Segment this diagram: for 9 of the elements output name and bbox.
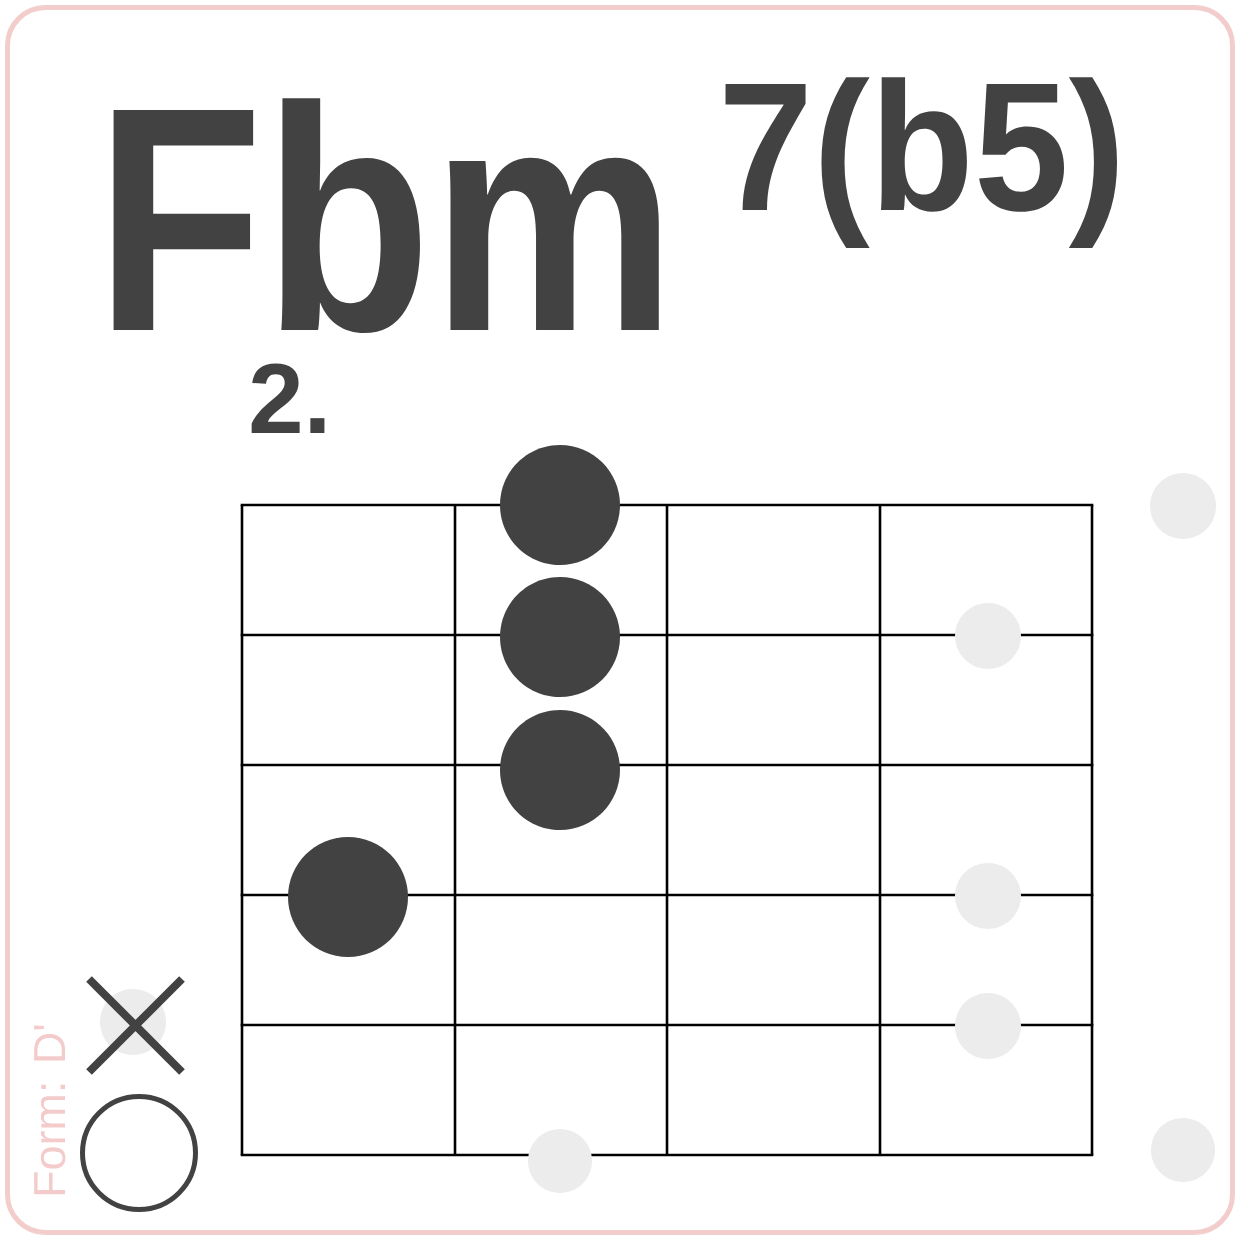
- chord-suffix: 7(b5): [725, 77, 1117, 249]
- finger-dot: [500, 445, 620, 565]
- finger-dot: [288, 837, 408, 957]
- finger-dot: [500, 710, 620, 830]
- finger-dot: [500, 577, 620, 697]
- chord-name: Fbm: [113, 98, 659, 334]
- fret-number: 2.: [251, 363, 325, 433]
- cross-mark: [85, 975, 186, 1076]
- circle-mark: [80, 1094, 198, 1212]
